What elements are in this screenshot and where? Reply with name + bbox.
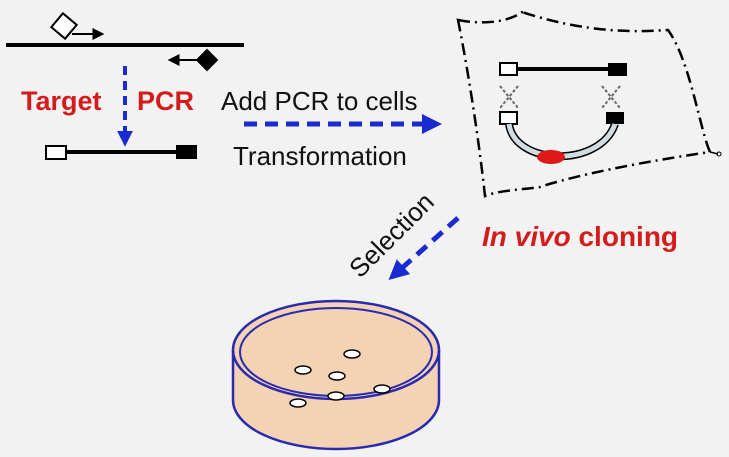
pcr-label: PCR [137,86,195,116]
in-vivo-cloning-label: In vivo cloning [482,223,678,251]
colony [343,349,361,359]
forward-primer-icon [49,11,105,41]
crossover-left-icon [499,85,519,109]
pcr-product [45,145,197,160]
transformation-label: Transformation [233,141,407,171]
selection-arrow [388,216,460,280]
colony [328,371,346,381]
vector-marker [537,150,565,164]
add-pcr-label: Add PCR to cells [221,86,418,116]
petri-dish [231,299,441,451]
cloning-text: cloning [578,221,679,252]
cell-outline [456,9,712,198]
crossover-right-icon [601,85,621,109]
colony [289,398,307,408]
colony [327,391,345,401]
colony [294,365,312,375]
target-label: Target [21,86,102,116]
in-vivo-text: In vivo [482,221,571,252]
reverse-primer-icon [167,48,219,72]
insert-dna [499,62,627,76]
colony [373,384,391,394]
vector-plasmid [499,111,624,164]
